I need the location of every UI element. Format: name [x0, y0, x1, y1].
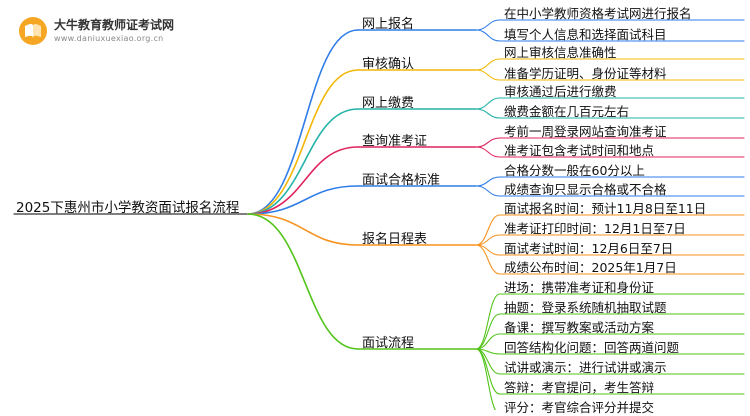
connector-leaf — [475, 137, 501, 148]
root-topic: 2025下惠州市小学教资面试报名流程 — [16, 200, 240, 216]
connector-leaf — [475, 146, 501, 158]
connector-leaf — [475, 176, 501, 187]
logo-title: 大牛教育教师证考试网 — [54, 18, 175, 32]
leaf-pass-standard-2: 成绩查询只显示合格或不合格 — [504, 182, 667, 197]
leaf-interview-process-1: 进场：携带准考证和身份证 — [504, 280, 655, 295]
connector-root-online-payment — [247, 108, 359, 215]
branch-interview-process: 面试流程 — [362, 336, 415, 351]
branch-review-confirmation: 审核确认 — [362, 57, 415, 72]
leaf-admission-ticket-1: 考前一周登录网站查询准考证 — [504, 124, 667, 139]
connector-leaf — [475, 108, 501, 119]
leaf-interview-process-2: 抽题：登录系统随机抽取试题 — [504, 300, 667, 315]
connector-leaf — [475, 244, 501, 275]
leaf-schedule-3: 面试考试时间：12月6日至7日 — [504, 241, 674, 256]
connector-root-admission-ticket — [247, 146, 359, 215]
leaf-schedule-2: 准考证打印时间：12月1日至7日 — [504, 221, 686, 236]
connector-root-pass-standard — [247, 185, 359, 215]
connector-leaf — [475, 348, 497, 410]
connector-root-review-confirmation — [247, 69, 359, 215]
leaf-interview-process-4: 回答结构化问题：回答两道问题 — [504, 340, 680, 355]
connector-leaf — [475, 313, 501, 350]
connector-root-schedule — [247, 213, 359, 246]
branch-online-registration: 网上报名 — [362, 17, 415, 32]
leaf-schedule-4: 成绩公布时间：2025年1月7日 — [504, 260, 677, 275]
leaf-interview-process-6: 答辩：考官提问，考生答辩 — [504, 380, 655, 395]
leaf-online-payment-2: 缴费金额在几百元左右 — [504, 104, 630, 119]
connector-leaf — [475, 58, 501, 71]
connector-leaf — [475, 348, 501, 395]
connector-leaf — [475, 185, 501, 197]
branch-pass-standard: 面试合格标准 — [362, 173, 441, 188]
connector-leaf — [475, 29, 501, 42]
logo-url: www.daniuxuexiao.org.cn — [54, 34, 164, 43]
leaf-online-registration-2: 填写个人信息和选择面试科目 — [504, 27, 667, 42]
leaf-interview-process-3: 备课：撰写教案或活动方案 — [504, 320, 655, 335]
connector-root-interview-process — [247, 213, 359, 350]
leaf-interview-process-7: 评分：考官综合评分并提交 — [504, 400, 655, 415]
branch-online-payment: 网上缴费 — [362, 96, 415, 111]
connector-leaf — [475, 97, 501, 110]
connector-leaf — [475, 69, 501, 81]
leaf-admission-ticket-2: 准考证包含考试时间和地点 — [504, 143, 655, 158]
leaf-review-confirmation-2: 准备学历证明、身份证等材料 — [504, 66, 667, 81]
branch-schedule: 报名日程表 — [362, 232, 428, 247]
leaf-schedule-1: 面试报名时间：预计11月8日至11日 — [504, 201, 707, 216]
connector-root-online-registration — [247, 29, 359, 215]
leaf-pass-standard-1: 合格分数一般在60分以上 — [504, 163, 645, 178]
site-logo: 大牛教育教师证考试网 www.daniuxuexiao.org.cn — [18, 14, 228, 50]
leaf-review-confirmation-1: 网上审核信息准确性 — [504, 45, 617, 60]
book-logo-icon — [19, 17, 47, 45]
connector-leaf — [475, 333, 501, 350]
leaf-interview-process-5: 试讲或演示：进行试讲或演示 — [504, 360, 667, 375]
leaf-online-registration-1: 在中小学教师资格考试网进行报名 — [504, 6, 692, 21]
leaf-online-payment-1: 审核通过后进行缴费 — [504, 84, 617, 99]
branch-admission-ticket: 查询准考证 — [362, 134, 428, 149]
connector-leaf — [475, 19, 501, 31]
connector-leaf — [475, 214, 501, 246]
connector-leaf — [475, 293, 501, 350]
